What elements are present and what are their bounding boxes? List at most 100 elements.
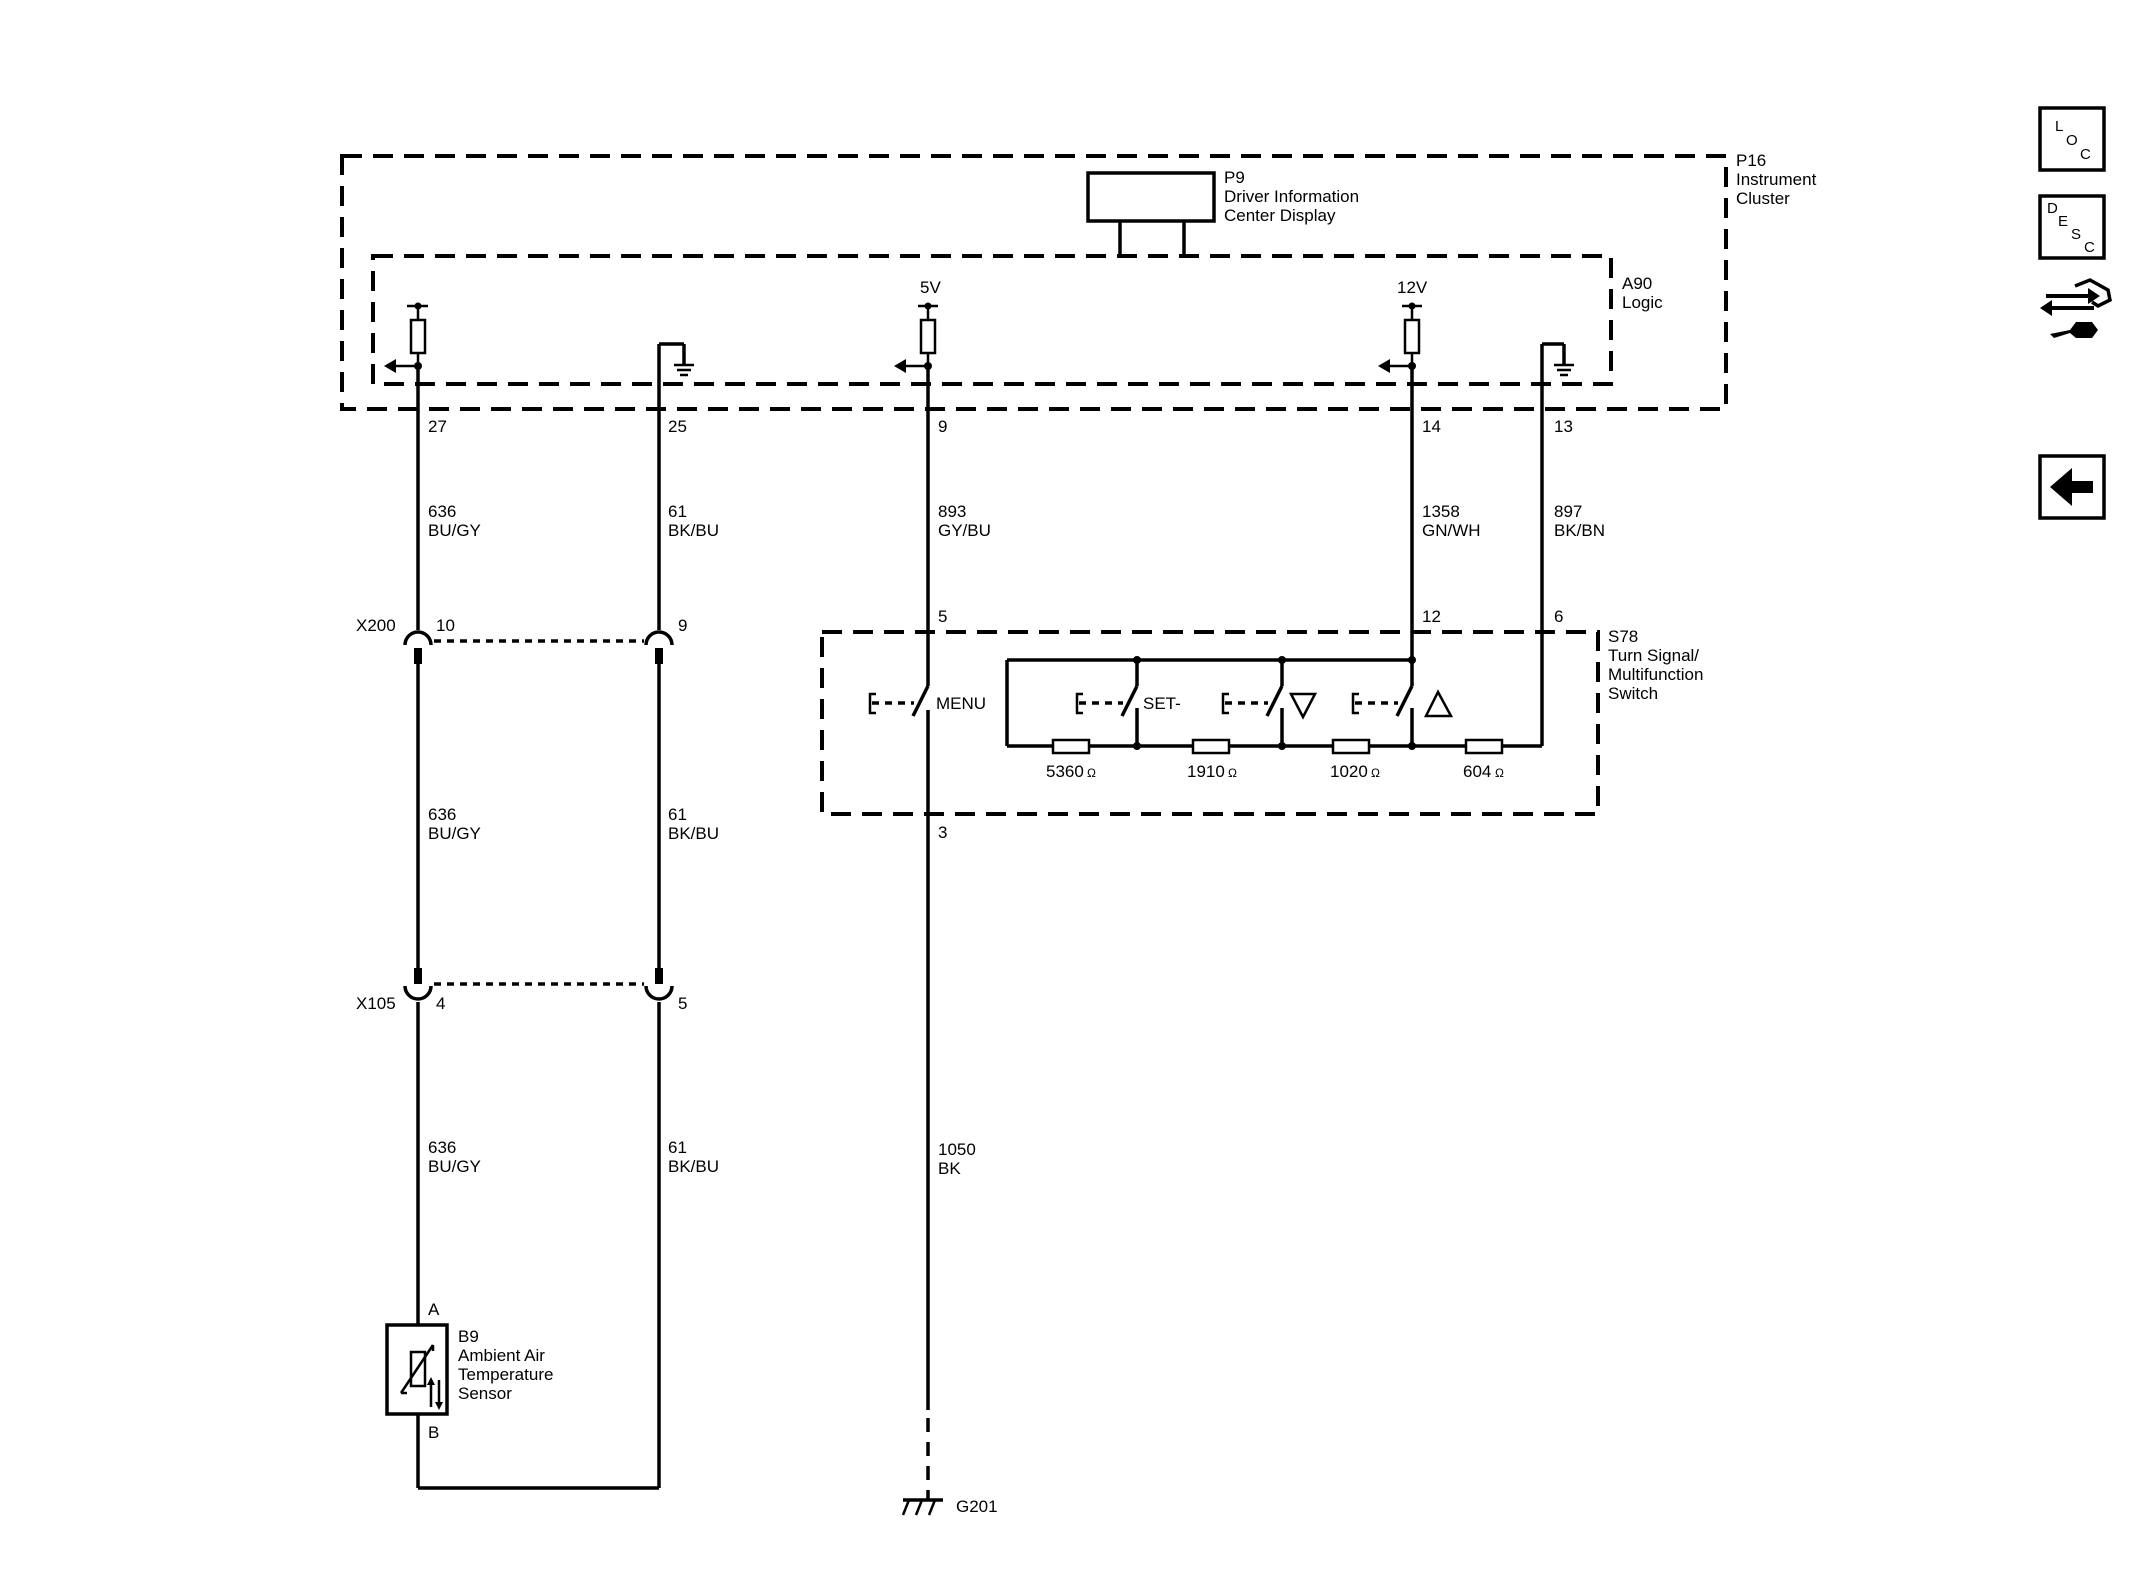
svg-text:61: 61 xyxy=(668,502,687,521)
svg-text:Ω: Ω xyxy=(1228,766,1237,780)
p9-driver-information-display: P9 Driver Information Center Display xyxy=(1086,168,1359,256)
svg-text:1050: 1050 xyxy=(938,1140,976,1159)
svg-text:Ω: Ω xyxy=(1495,766,1504,780)
svg-text:604: 604 xyxy=(1463,762,1491,781)
x200-pin-10: 10 xyxy=(436,616,455,635)
svg-text:897: 897 xyxy=(1554,502,1582,521)
resistor-5360: 5360 Ω xyxy=(1046,738,1096,781)
wire-label-w1-mid: 636 BU/GY xyxy=(428,805,481,843)
svg-text:D: D xyxy=(2047,200,2058,217)
s78-pin-5: 5 xyxy=(938,607,947,626)
ground-symbol-25 xyxy=(659,342,694,377)
svg-text:1910: 1910 xyxy=(1187,762,1225,781)
svg-text:BU/GY: BU/GY xyxy=(428,521,481,540)
a90-name: Logic xyxy=(1622,293,1663,312)
svg-text:S: S xyxy=(2071,226,2081,243)
wire-label-w1-bot: 636 BU/GY xyxy=(428,1138,481,1176)
s78-pin-12: 12 xyxy=(1422,607,1441,626)
b9-name-3: Sensor xyxy=(458,1384,512,1403)
supply-12v-label: 12V xyxy=(1397,278,1428,297)
svg-text:893: 893 xyxy=(938,502,966,521)
x200-pin-9: 9 xyxy=(678,616,687,635)
back-arrow-icon xyxy=(2050,468,2093,506)
s78-pin-3: 3 xyxy=(938,823,947,842)
svg-text:BK/BU: BK/BU xyxy=(668,521,719,540)
pin-14: 14 xyxy=(1422,417,1441,436)
resistor-1020: 1020 Ω xyxy=(1330,738,1380,781)
svg-text:BU/GY: BU/GY xyxy=(428,1157,481,1176)
svg-text:636: 636 xyxy=(428,1138,456,1157)
svg-text:E: E xyxy=(2058,213,2068,230)
supply-5v-label: 5V xyxy=(920,278,941,297)
down-switch xyxy=(1221,660,1318,746)
resistor-1910: 1910 Ω xyxy=(1187,738,1237,781)
s78-id: S78 xyxy=(1608,627,1638,646)
menu-switch: MENU xyxy=(868,685,986,717)
wire-label-w1-top: 636 BU/GY xyxy=(428,502,481,540)
svg-text:C: C xyxy=(2080,146,2091,163)
up-triangle-icon xyxy=(1423,689,1454,718)
b9-name-1: Ambient Air xyxy=(458,1346,545,1365)
svg-text:C: C xyxy=(2084,239,2095,256)
ground-symbol-13 xyxy=(1542,342,1574,377)
b9-ambient-air-temperature-sensor: A B B9 Ambient Air Temperature Sensor xyxy=(385,1300,553,1442)
b9-name-2: Temperature xyxy=(458,1365,553,1384)
loc-button[interactable]: L O C xyxy=(2038,106,2106,172)
svg-text:636: 636 xyxy=(428,502,456,521)
pin-13: 13 xyxy=(1554,417,1573,436)
g201-chassis-ground: G201 xyxy=(901,1497,998,1516)
wire-label-w5-top: 897 BK/BN xyxy=(1554,502,1605,540)
down-triangle-icon xyxy=(1288,692,1318,720)
x105-pin-5: 5 xyxy=(678,994,687,1013)
p16-name-2: Cluster xyxy=(1736,189,1790,208)
connector-wrench-icon[interactable] xyxy=(2040,278,2112,338)
svg-text:5360: 5360 xyxy=(1046,762,1084,781)
set-label: SET- xyxy=(1143,694,1181,713)
x105-pin-4: 4 xyxy=(436,994,445,1013)
pin-25: 25 xyxy=(668,417,687,436)
back-button[interactable] xyxy=(2038,454,2106,520)
x200-id: X200 xyxy=(356,616,396,635)
menu-label: MENU xyxy=(936,694,986,713)
p16-instrument-cluster: P16 Instrument Cluster xyxy=(340,151,1817,411)
pullup-resistor-27 xyxy=(384,302,428,373)
b9-pin-b: B xyxy=(428,1423,439,1442)
p16-id: P16 xyxy=(1736,151,1766,170)
svg-text:BK: BK xyxy=(938,1159,961,1178)
svg-text:BK/BU: BK/BU xyxy=(668,824,719,843)
p16-name-1: Instrument xyxy=(1736,170,1817,189)
svg-text:BU/GY: BU/GY xyxy=(428,824,481,843)
p9-name-2: Center Display xyxy=(1224,206,1336,225)
pullup-resistor-5v: 5V xyxy=(894,278,941,373)
s78-name-1: Turn Signal/ xyxy=(1608,646,1699,665)
svg-text:GN/WH: GN/WH xyxy=(1422,521,1481,540)
s78-pin-6: 6 xyxy=(1554,607,1563,626)
b9-id: B9 xyxy=(458,1327,479,1346)
svg-text:1358: 1358 xyxy=(1422,502,1460,521)
b9-pin-a: A xyxy=(428,1300,440,1319)
wire-label-w3-bot: 1050 BK xyxy=(938,1140,976,1178)
svg-text:636: 636 xyxy=(428,805,456,824)
p9-id: P9 xyxy=(1224,168,1245,187)
wire-label-w2-top: 61 BK/BU xyxy=(668,502,719,540)
p9-name-1: Driver Information xyxy=(1224,187,1359,206)
x105-id: X105 xyxy=(356,994,396,1013)
pin-9: 9 xyxy=(938,417,947,436)
svg-text:L: L xyxy=(2055,118,2063,135)
set-minus-switch: SET- xyxy=(1075,660,1181,746)
s78-name-2: Multifunction xyxy=(1608,665,1703,684)
wire-label-w4-top: 1358 GN/WH xyxy=(1422,502,1481,540)
pullup-resistor-12v: 12V xyxy=(1378,278,1428,373)
desc-button[interactable]: D E S C xyxy=(2038,194,2106,260)
resistor-604: 604 Ω xyxy=(1463,738,1504,781)
s78-multifunction-switch: S78 Turn Signal/ Multifunction Switch 5 … xyxy=(820,607,1703,842)
svg-text:1020: 1020 xyxy=(1330,762,1368,781)
svg-text:Ω: Ω xyxy=(1087,766,1096,780)
connector-x200: X200 10 9 xyxy=(356,616,687,664)
wire-label-w2-bot: 61 BK/BU xyxy=(668,1138,719,1176)
a90-id: A90 xyxy=(1622,274,1652,293)
wires xyxy=(416,344,1544,1500)
s78-name-3: Switch xyxy=(1608,684,1658,703)
connector-x105: X105 4 5 xyxy=(356,968,687,1013)
